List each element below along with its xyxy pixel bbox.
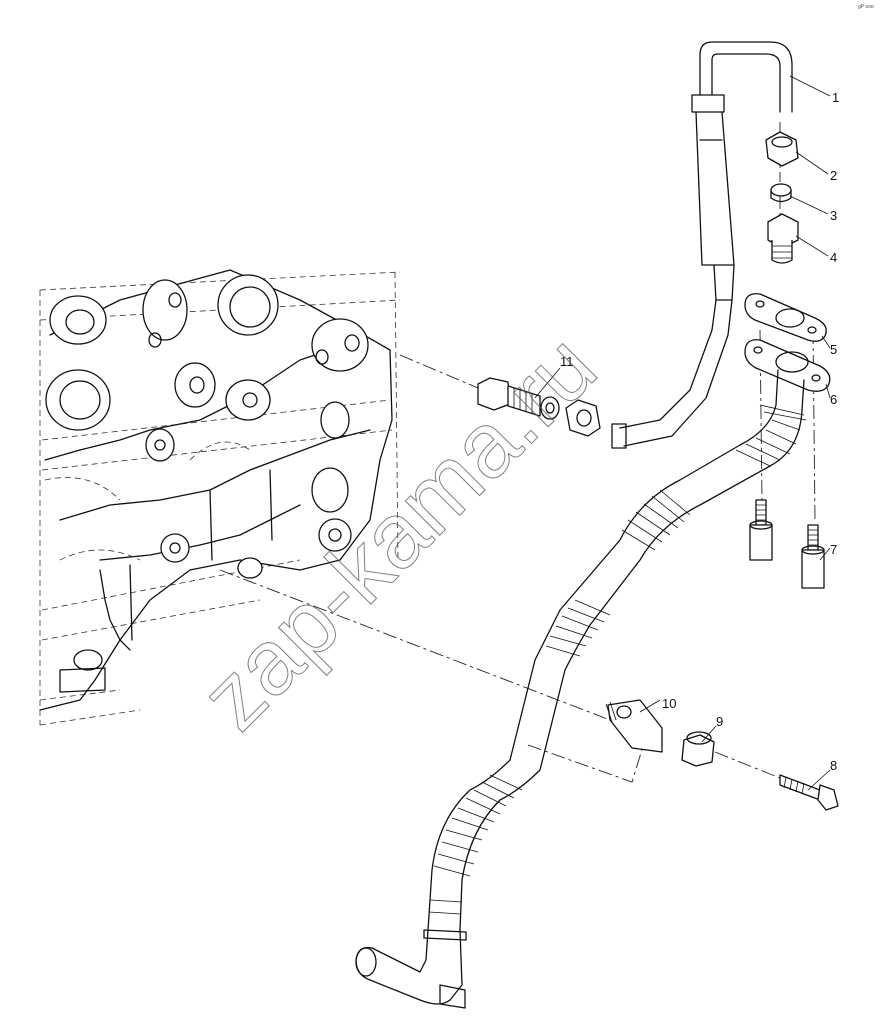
ring-3 [770, 183, 792, 203]
callout-6: 6 [830, 392, 837, 407]
callout-11: 11 [560, 354, 574, 369]
corner-mark: gP ooo [858, 4, 874, 10]
boss-1 [49, 295, 107, 345]
callout-7: 7 [830, 542, 837, 557]
boss-3 [217, 274, 279, 336]
flange-6 [744, 339, 831, 411]
stud-7-left [749, 499, 773, 561]
boss-2 [45, 369, 111, 431]
engine-block [39, 269, 401, 726]
callout-3: 3 [830, 208, 837, 223]
callout-4: 4 [830, 250, 837, 265]
union-4 [767, 213, 799, 264]
callout-2: 2 [830, 168, 837, 183]
spacer-9 [681, 731, 715, 767]
bolt-8 [779, 774, 839, 811]
stud-7-right [801, 524, 825, 589]
callout-8: 8 [830, 758, 837, 773]
gasket-5 [744, 293, 827, 342]
fitting-nut-2 [765, 131, 799, 167]
clamp-10 [605, 699, 663, 753]
callout-9: 9 [716, 714, 723, 729]
fitting-11 [477, 377, 601, 437]
callout-5: 5 [830, 342, 837, 357]
drain-hose [355, 404, 807, 1009]
leader-lines [534, 75, 831, 791]
callout-1: 1 [832, 90, 839, 105]
upper-oil-pipe [611, 41, 793, 449]
callout-10: 10 [662, 696, 676, 711]
